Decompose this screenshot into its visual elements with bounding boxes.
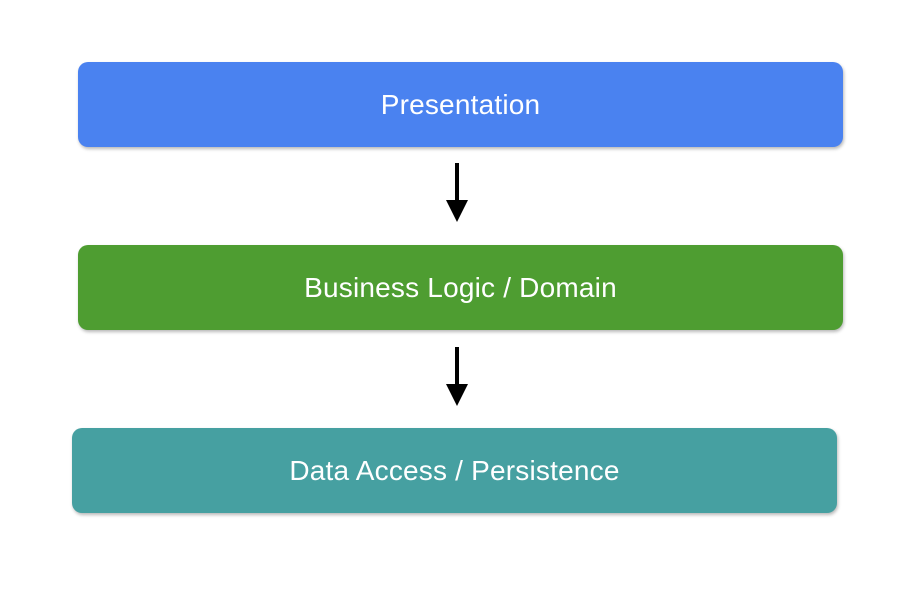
layer-label-business-logic: Business Logic / Domain (304, 271, 617, 303)
arrow-down-icon (446, 347, 468, 406)
arrow-down-icon (446, 163, 468, 222)
arrow-head (446, 200, 468, 222)
layer-box-data-access: Data Access / Persistence (72, 428, 837, 513)
arrow-head (446, 384, 468, 406)
layer-box-presentation: Presentation (78, 62, 843, 147)
layer-box-business-logic: Business Logic / Domain (78, 245, 843, 330)
layer-label-presentation: Presentation (380, 88, 541, 120)
layer-label-data-access: Data Access / Persistence (289, 454, 620, 486)
